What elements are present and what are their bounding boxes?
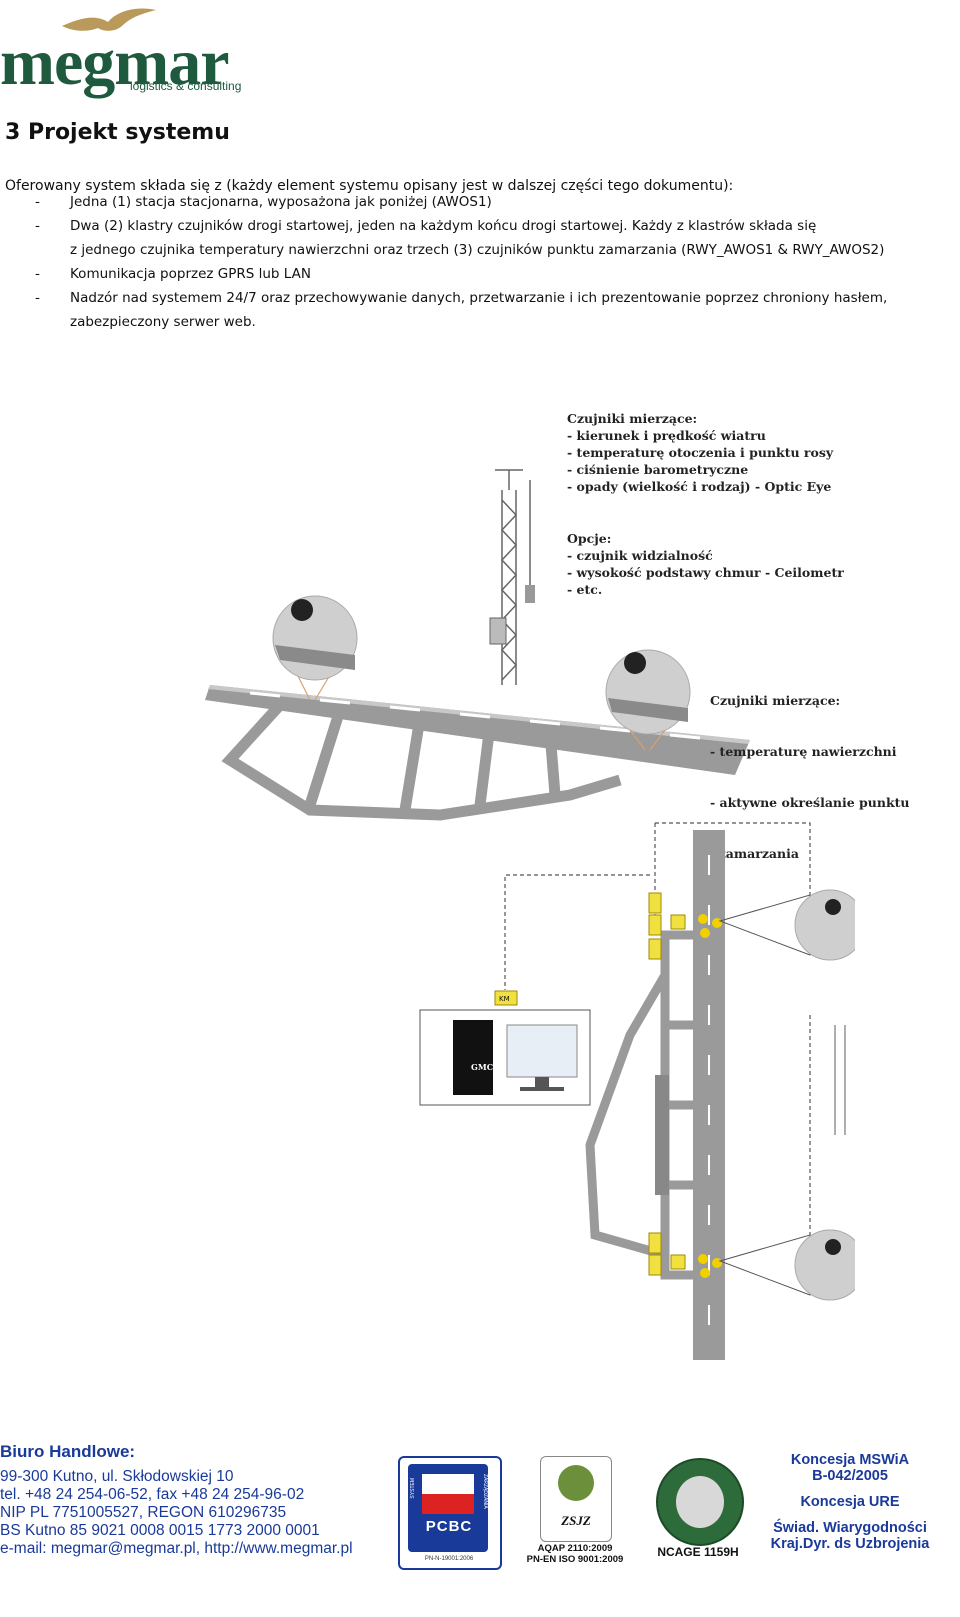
runway-sensor-callout-right [605, 649, 691, 751]
license-line: Świad. Wiarygodności [773, 1520, 927, 1536]
bullet-text: Nadzór nad systemem 24/7 oraz przechowyw… [70, 290, 888, 306]
runway-perspective-diagram [205, 469, 750, 821]
zsjz-standard-line: PN-EN ISO 9001:2009 [526, 1554, 624, 1565]
options-item: - czujnik widzialność [567, 548, 713, 563]
runway-sensors-title: Czujniki mierzące: [710, 693, 841, 708]
monitor [506, 1024, 578, 1078]
station-sensor-item: - opady (wielkość i rodzaj) - Optic Eye [567, 479, 832, 494]
footer-licenses: Koncesja MSWiA B-042/2005 Koncesja URE Ś… [760, 1452, 940, 1552]
station-sensors-text: Czujniki mierzące: - kierunek i prędkość… [567, 410, 833, 495]
zsjz-standard-line: AQAP 2110:2009 [537, 1543, 613, 1554]
zsjz-emblem-icon [558, 1465, 594, 1501]
bullet-text: Dwa (2) klastry czujników drogi startowe… [70, 218, 817, 234]
license-line: Kraj.Dyr. ds Uzbrojenia [770, 1536, 930, 1552]
license-line: Koncesja MSWiA [790, 1452, 910, 1468]
runway-sensor-callout-left [272, 595, 358, 701]
zsjz-label: ZSJZ [561, 1513, 591, 1528]
bullet-dash: - [35, 194, 40, 210]
options-title: Opcje: [567, 531, 612, 546]
zsjz-badge: ZSJZ [540, 1456, 612, 1542]
section-intro: Oferowany system składa się z (każdy ele… [5, 178, 734, 194]
ncage-label: NCAGE 1159H [657, 1545, 739, 1559]
footer-line: BS Kutno 85 9021 0008 0015 1773 2000 000… [0, 1522, 320, 1539]
runway-sensors-text: Czujniki mierzące: - temperaturę nawierz… [710, 658, 910, 879]
bullet-dash: - [35, 290, 40, 306]
license-line: B-042/2005 [812, 1468, 888, 1484]
zsjz-standards: AQAP 2110:2009 PN-EN ISO 9001:2009 [510, 1543, 640, 1565]
bullet-text: z jednego czujnika temperatury nawierzch… [70, 242, 885, 258]
weather-mast [495, 469, 531, 685]
pcbc-side-left: SYSTEM [410, 1478, 416, 1499]
footer-line: 99-300 Kutno, ul. Skłodowskiej 10 [0, 1468, 234, 1485]
options-text: Opcje: - czujnik widzialność - wysokość … [567, 530, 844, 598]
bullet-text: zabezpieczony serwer web. [70, 314, 256, 330]
eagle-icon [62, 8, 156, 31]
footer-address: Biuro Handlowe: 99-300 Kutno, ul. Skłodo… [0, 1443, 353, 1558]
section-heading: 3 Projekt systemu [5, 120, 230, 145]
pcbc-badge: PCBC SYSTEM ZARZĄDZANIA PN-N-19001:2006 [398, 1456, 502, 1570]
options-item: - etc. [567, 582, 603, 597]
footer-line: e-mail: megmar@megmar.pl, http://www.meg… [0, 1540, 353, 1557]
logo-wordmark: megmar [0, 26, 230, 99]
ncage-eagle-icon [676, 1476, 724, 1528]
bullet-text: Jedna (1) stacja stacjonarna, wyposażona… [70, 194, 492, 210]
runway-sensor-item: - temperaturę nawierzchni [710, 744, 897, 759]
station-sensor-item: - temperaturę otoczenia i punktu rosy [567, 445, 834, 460]
footer-line: tel. +48 24 254-06-52, fax +48 24 254-96… [0, 1486, 305, 1503]
server-tower [453, 1020, 493, 1095]
company-logo: megmar logistics & consulting [0, 0, 250, 96]
pcbc-small: PN-N-19001:2006 [424, 1556, 474, 1562]
ncage-badge [656, 1458, 744, 1546]
bullet-text: Komunikacja poprzez GPRS lub LAN [70, 266, 311, 282]
license-line: Koncesja URE [800, 1494, 900, 1510]
pcbc-label: PCBC [425, 1518, 473, 1535]
footer-title: Biuro Handlowe: [0, 1442, 136, 1461]
station-sensor-item: - ciśnienie barometryczne [567, 462, 749, 477]
bullet-dash: - [35, 218, 40, 234]
runway-sensor-item: zamarzania [710, 846, 799, 861]
runway-shape [205, 685, 750, 775]
server-label: GMC [471, 1062, 494, 1072]
runway-sensor-item: - aktywne określanie punktu [710, 795, 910, 810]
runway-topview-diagram [419, 822, 855, 1360]
station-sensor-item: - kierunek i prędkość wiatru [567, 428, 766, 443]
pcbc-side-right: ZARZĄDZANIA [482, 1474, 488, 1509]
station-sensors-title: Czujniki mierzące: [567, 411, 698, 426]
flag-stripe [422, 1494, 474, 1514]
logo-tagline: logistics & consulting [130, 79, 242, 93]
km-label: KM [499, 995, 510, 1003]
bullet-dash: - [35, 266, 40, 282]
footer-line: NIP PL 7751005527, REGON 610296735 [0, 1504, 287, 1521]
options-item: - wysokość podstawy chmur - Ceilometr [567, 565, 844, 580]
